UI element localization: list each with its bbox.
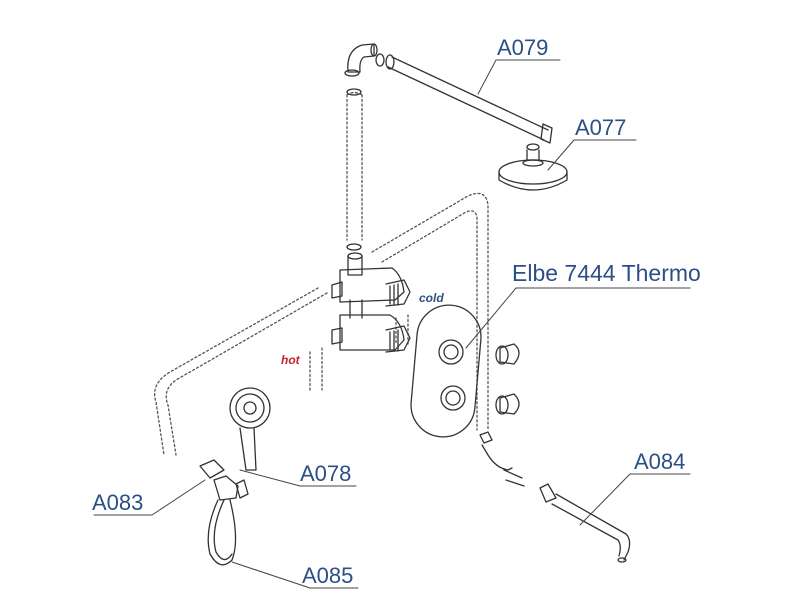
shower-arm bbox=[385, 54, 553, 144]
label-a083: A083 bbox=[92, 490, 144, 515]
label-a084: A084 bbox=[634, 449, 686, 474]
bath-spout bbox=[479, 431, 631, 563]
rain-shower-head bbox=[498, 143, 568, 191]
hot-tag: hot bbox=[281, 353, 300, 367]
wall-outlet-holder bbox=[199, 459, 249, 501]
shower-hose bbox=[207, 499, 237, 566]
top-elbow bbox=[344, 43, 385, 77]
leader-lines bbox=[93, 59, 691, 589]
cold-tag: cold bbox=[419, 291, 444, 305]
label-a079: A079 bbox=[497, 35, 549, 60]
label-a085: A085 bbox=[302, 563, 354, 588]
riser-pipe bbox=[346, 94, 363, 241]
hot-inlet-pipe bbox=[309, 347, 323, 391]
label-a078: A078 bbox=[300, 461, 352, 486]
control-knobs bbox=[495, 343, 520, 415]
thermostat-cover-plate bbox=[410, 304, 482, 438]
label-a077: A077 bbox=[575, 115, 627, 140]
mixer-valve-body bbox=[331, 243, 411, 353]
concealed-pipes bbox=[153, 91, 489, 456]
handshower-supply-pipe bbox=[153, 287, 328, 456]
hand-shower bbox=[229, 387, 271, 471]
cold-inlet-pipe bbox=[395, 314, 409, 346]
label-elbe-7444-thermo: Elbe 7444 Thermo bbox=[512, 260, 701, 286]
spout-supply-pipe bbox=[371, 192, 489, 431]
